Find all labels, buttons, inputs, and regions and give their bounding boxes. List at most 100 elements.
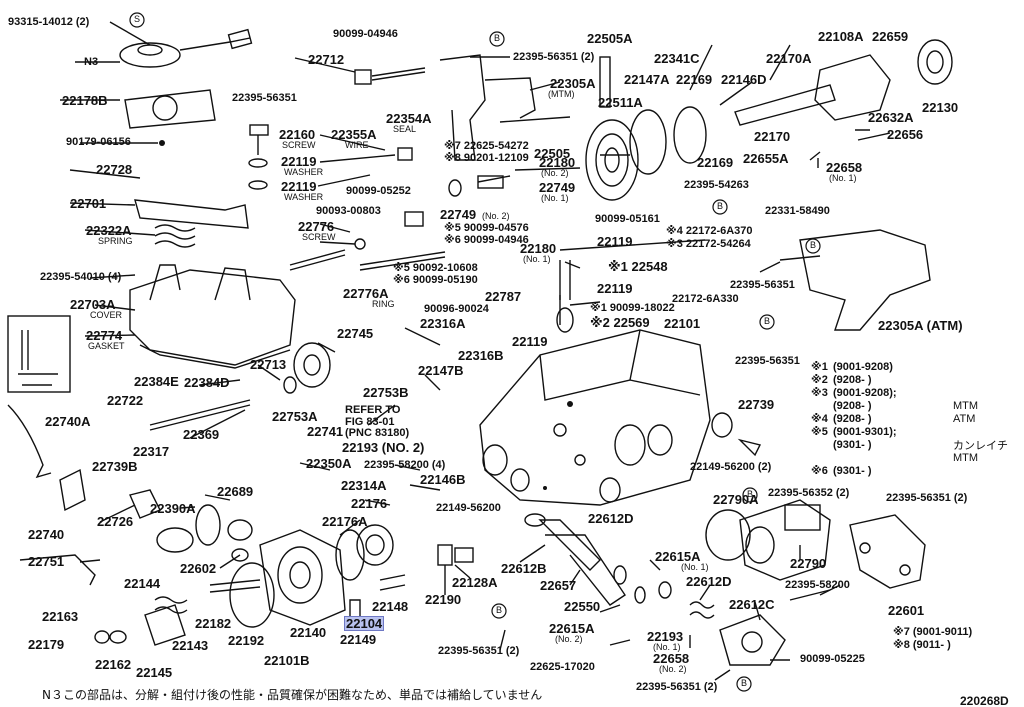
- part-label: 22384E: [134, 374, 179, 389]
- circled-mark: B: [494, 33, 501, 43]
- legend-row: ※7 (9001-9011): [893, 626, 973, 638]
- part-label: 22632A: [868, 110, 914, 125]
- legend-row: (9301- )カンレイチ: [833, 438, 1008, 452]
- part-label: 22395-58200 (4): [364, 459, 446, 471]
- part-label-note: SPRING: [98, 236, 133, 246]
- part-label: 22169: [697, 155, 734, 170]
- circled-mark: B: [717, 201, 724, 211]
- part-label: 22101B: [264, 653, 310, 668]
- legend-row: ※6(9301- ): [811, 464, 872, 478]
- part-label: 22655A: [743, 151, 789, 166]
- legend-row: ※5(9001-9301);: [811, 425, 897, 439]
- part-label: N3: [84, 56, 99, 68]
- part-label-note: (MTM): [548, 89, 575, 99]
- part-label: 22395-56351 (2): [438, 645, 520, 657]
- part-label: 22601: [888, 603, 925, 618]
- part-label: 22119: [597, 281, 633, 296]
- footnote: N３この部品は、分解・組付け後の性能・品質確保が困難なため、単品では補給していま…: [42, 688, 543, 702]
- part-label: 22316B: [458, 348, 504, 363]
- part-label: 22658: [653, 651, 690, 666]
- legend-row: ※3(9001-9208);: [811, 386, 897, 400]
- part-label-note: SCREW: [282, 140, 316, 150]
- part-label: 22602: [180, 561, 217, 576]
- part-label: 22615A: [655, 549, 701, 564]
- part-label: 22612D: [686, 574, 732, 589]
- part-label: 90099-05225: [800, 653, 865, 665]
- part-label: 22179: [28, 637, 65, 652]
- part-label: 22140: [290, 625, 327, 640]
- part-label: 22108A: [818, 29, 864, 44]
- part-label-note: RING: [372, 299, 395, 309]
- part-label: 22395-54010 (4): [40, 271, 122, 283]
- part-label: 22149: [340, 632, 377, 647]
- part-label: 22128A: [452, 575, 498, 590]
- part-label: 22689: [217, 484, 254, 499]
- part-label: 22749: [440, 207, 477, 222]
- part-label: 22354A: [386, 111, 432, 126]
- part-label: 22180: [520, 241, 557, 256]
- part-label-note: WASHER: [284, 167, 324, 177]
- part-label: 22172-6A330: [672, 293, 739, 305]
- part-label: 90099-05161: [595, 213, 660, 225]
- part-label: 22505: [534, 146, 571, 161]
- part-label-note: WIRE: [345, 140, 369, 150]
- part-label: 22193: [647, 629, 684, 644]
- part-label: 22119: [281, 179, 317, 194]
- part-label: 22119: [597, 234, 633, 249]
- part-label: 22147A: [624, 72, 670, 87]
- part-label: 22390A: [150, 501, 196, 516]
- part-label: 22395-56351 (2): [886, 492, 968, 504]
- part-label: 22170: [754, 129, 791, 144]
- circled-mark: B: [764, 316, 771, 326]
- part-label-note: COVER: [90, 310, 123, 320]
- part-label: 22305A: [550, 76, 596, 91]
- legend-row: MTM: [953, 451, 979, 464]
- part-label-note: (No. 1): [523, 254, 551, 264]
- part-label: 22169: [676, 72, 713, 87]
- part-label: 22395-56351 (2): [636, 681, 718, 693]
- part-label: 22119: [512, 334, 548, 349]
- circled-mark: B: [747, 489, 754, 499]
- part-label: 22511A: [598, 95, 643, 110]
- part-label: 22384D: [184, 375, 230, 390]
- part-label: 22162: [95, 657, 132, 672]
- date-range-legend: ※1(9001-9208) ※2(9208- ) ※3(9001-9208); …: [811, 360, 1011, 478]
- part-label: 22753B: [363, 385, 409, 400]
- part-label: 90099-05252: [346, 185, 411, 197]
- part-label: 22659: [872, 29, 909, 44]
- refer-note: REFER TO FIG 83-01 (PNC 83180): [345, 404, 410, 440]
- part-label: 22143: [172, 638, 209, 653]
- part-label: 22146B: [420, 472, 466, 487]
- part-label: 22776: [298, 219, 335, 234]
- legend-row: ※2(9208- ): [811, 373, 872, 387]
- part-label: 22787: [485, 289, 522, 304]
- part-label: 22322A: [86, 223, 132, 238]
- legend-row: (9208- )MTM: [833, 399, 979, 412]
- part-label: 22656: [887, 127, 924, 142]
- part-label: 22740A: [45, 414, 91, 429]
- part-label: 90096-90024: [424, 303, 489, 315]
- part-label-note: (No. 2): [659, 664, 687, 674]
- part-label-note: WASHER: [284, 192, 324, 202]
- part-label: ※3 22172-54264: [666, 238, 751, 250]
- part-label: 22170A: [766, 51, 812, 66]
- part-label: 22749: [539, 180, 576, 195]
- part-label: 22505A: [587, 31, 633, 46]
- legend-row: ※8 (9011- ): [893, 639, 951, 651]
- part-label: 22395-54263: [684, 179, 749, 191]
- part-label: ※5 90099-04576: [444, 222, 529, 234]
- part-label: 22728: [96, 162, 133, 177]
- part-label: 22350A: [306, 456, 352, 471]
- part-label: ※1 90099-18022: [590, 302, 675, 314]
- part-label-highlighted[interactable]: 22104: [343, 616, 385, 631]
- part-label: 22317: [133, 444, 170, 459]
- part-label: 22180: [539, 155, 576, 170]
- part-label: 22355A: [331, 127, 377, 142]
- part-label: 22612C: [729, 597, 775, 612]
- circled-mark: S: [134, 14, 141, 24]
- legend-row: ※1(9001-9208): [811, 360, 893, 374]
- part-label: 22741: [307, 424, 344, 439]
- part-label: 22176: [351, 496, 388, 511]
